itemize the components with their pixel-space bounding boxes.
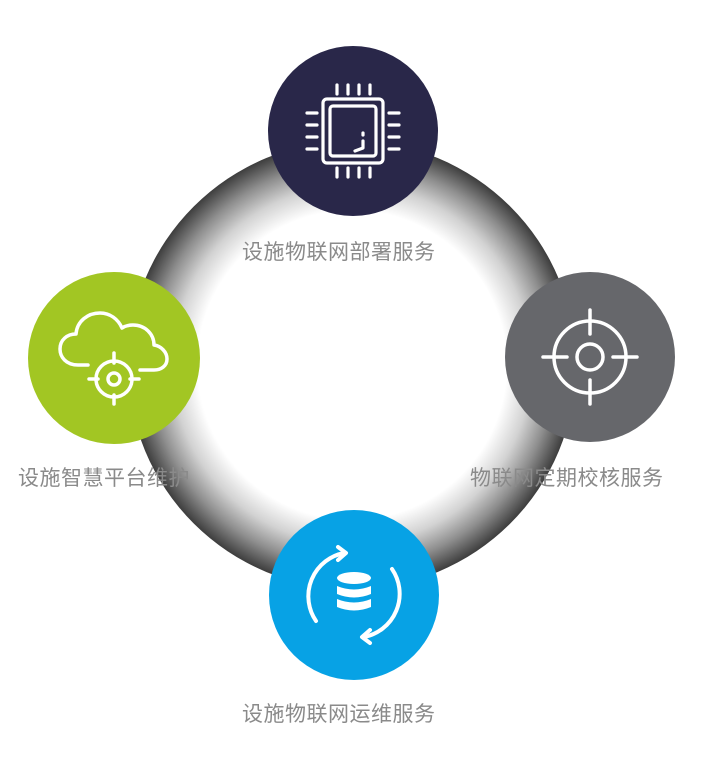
label-platform-maintenance: 设施智慧平台维护: [18, 466, 190, 490]
node-platform-maintenance: [28, 272, 200, 444]
cpu-chip-icon: [305, 83, 401, 179]
crosshair-target-icon: [541, 308, 639, 406]
label-iot-deployment: 设施物联网部署服务: [242, 240, 436, 264]
label-iot-operations: 设施物联网运维服务: [242, 702, 436, 726]
node-iot-operations: [269, 510, 439, 680]
node-iot-calibration: [505, 272, 675, 442]
node-iot-deployment: [268, 46, 438, 216]
database-sync-icon: [306, 545, 402, 645]
label-iot-calibration: 物联网定期校核服务: [470, 466, 664, 490]
cloud-target-icon: [58, 311, 169, 406]
